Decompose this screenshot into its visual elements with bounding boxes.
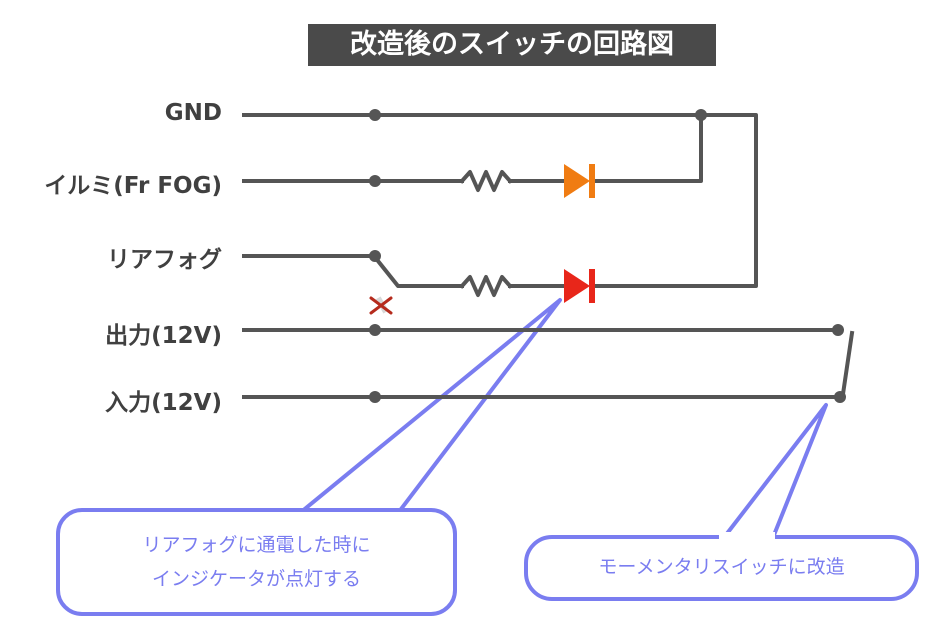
junction-dot [369,324,381,336]
junction-dot [695,109,707,121]
indicator-callout-line1: リアフォグに通電した時に [142,534,371,556]
rear-fog-resistor [459,275,513,297]
junction-dot [369,391,381,403]
indicator-callout-bubble [56,298,562,616]
illumi-resistor [459,170,513,192]
junction-dot [369,250,381,262]
rear-fog-label: リアフォグ [107,247,222,273]
input-label: 入力(12V) [105,390,222,416]
illumi-led-icon [564,164,595,198]
junction-dot [369,109,381,121]
junction-dot [369,175,381,187]
gnd-wire [242,113,758,288]
rear-fog-wire [242,254,464,288]
output-label: 出力(12V) [105,323,222,349]
switch-contact-dot [832,324,844,336]
switch-contact-dot [834,391,846,403]
indicator-callout-line2: インジケータが点灯する [151,568,361,590]
diagram-title: 改造後のスイッチの回路図 [308,24,716,66]
switch-callout-bubble [524,403,919,601]
illumi-wire-right [592,113,703,183]
cut-mark-icon [369,296,393,315]
switch-callout-text: モーメンタリスイッチに改造 [598,556,845,578]
momentary-switch-lever [840,330,855,397]
gnd-label: GND [164,100,222,126]
indicator-led-icon [564,269,595,303]
illumi-label: イルミ(Fr FOG) [44,173,222,199]
